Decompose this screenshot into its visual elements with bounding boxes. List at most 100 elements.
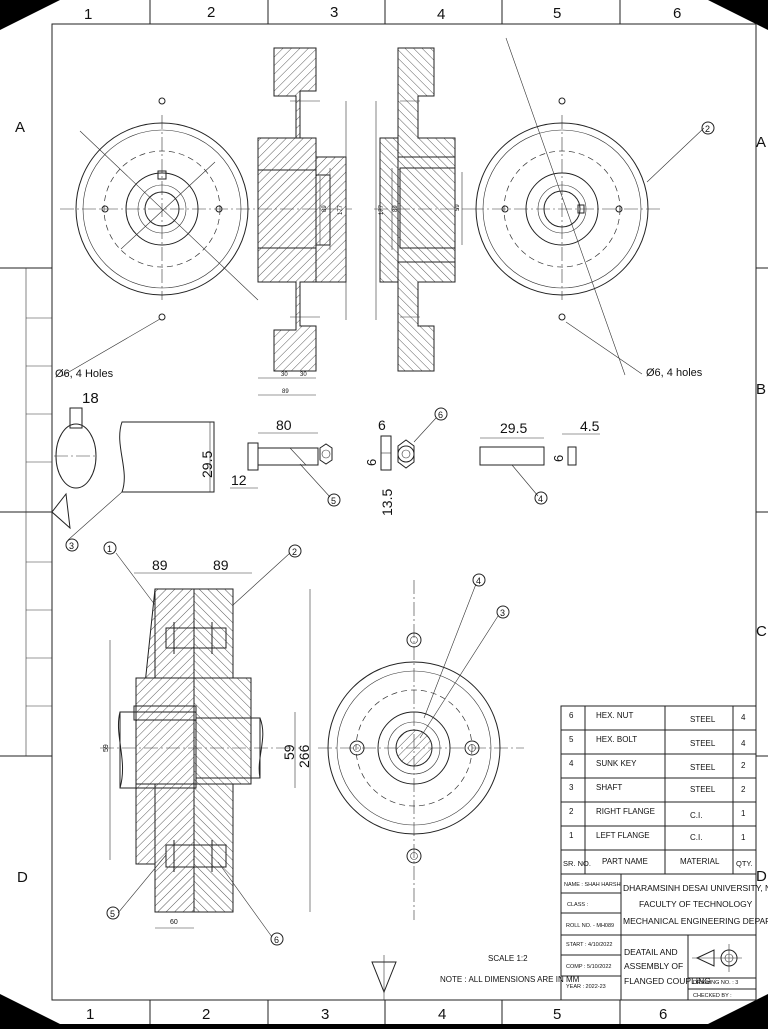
tb-year: YEAR : 2022-23: [566, 984, 606, 990]
row-5-sr: 5: [569, 735, 574, 744]
col-label-bottom-5: 5: [553, 1006, 561, 1023]
dimension-note: NOTE : ALL DIMENSIONS ARE IN MM: [440, 975, 580, 984]
balloon-4-label: 4: [476, 576, 481, 586]
balloon-3-label: 3: [500, 608, 505, 618]
row-5-name: HEX. BOLT: [596, 735, 637, 744]
balloon-3-left: [65, 538, 79, 552]
dim-6-nut: 6: [378, 417, 386, 433]
tb-comp: COMP : 5/10/2022: [566, 964, 611, 970]
col-label-bottom-1: 1: [86, 1006, 94, 1023]
row-1-qty: 1: [741, 833, 746, 842]
row-label-right-b: B: [756, 381, 766, 398]
assembly-section: [100, 552, 311, 938]
balloon-6: [270, 932, 284, 946]
right-flange-section: [374, 47, 470, 372]
dim-60: 60: [170, 919, 178, 926]
balloon-2-top: [701, 121, 715, 135]
dim-4-5: 4.5: [580, 418, 600, 434]
balloon-2-top-label: 2: [705, 124, 710, 134]
tb-title-3: FLANGED COUPLING: [624, 976, 711, 986]
header-material: MATERIAL: [680, 857, 720, 866]
row-2-material: C.I.: [690, 811, 702, 820]
dim-177b: 177: [379, 204, 385, 215]
col-label-top-3: 3: [330, 4, 338, 21]
dim-177a: 177: [338, 204, 344, 215]
row-3-material: STEEL: [690, 785, 716, 794]
dim-13-5: 13.5: [379, 489, 395, 516]
parts-table: [560, 705, 757, 875]
row-6-sr: 6: [569, 711, 574, 720]
tb-name: NAME : SHAH HARSH: [564, 882, 621, 888]
row-6-name: HEX. NUT: [596, 711, 633, 720]
shaft-end-view: [51, 407, 98, 530]
dim-29-5-key: 29.5: [500, 420, 527, 436]
bolt-detail: [230, 432, 333, 498]
header-name: PART NAME: [602, 857, 648, 866]
col-label-bottom-3: 3: [321, 1006, 329, 1023]
tb-roll: ROLL NO. - MH089: [566, 923, 614, 929]
nut-detail: [380, 417, 437, 471]
row-3-sr: 3: [569, 783, 574, 792]
dim-89-small: 89: [282, 389, 289, 395]
row-label-right-a: A: [756, 134, 766, 151]
key-detail: [479, 433, 600, 497]
tb-title-2: ASSEMBLY OF: [624, 961, 683, 971]
tb-checked-by: CHECKED BY :: [693, 993, 732, 999]
dim-89-left: 89: [152, 557, 168, 573]
dim-29-5-shaft: 29.5: [199, 451, 215, 478]
tb-title-1: DEATAIL AND: [624, 947, 678, 957]
balloon-5: [106, 906, 120, 920]
balloon-4: [472, 573, 486, 587]
balloon-2: [288, 544, 302, 558]
header-sr: SR. NO.: [563, 859, 591, 868]
row-5-material: STEEL: [690, 739, 716, 748]
row-4-material: STEEL: [690, 763, 716, 772]
row-label-left-a: A: [15, 119, 25, 136]
balloon-1: [103, 541, 117, 555]
balloon-3: [496, 605, 510, 619]
assembly-front-view: [318, 580, 524, 920]
row-1-sr: 1: [569, 831, 574, 840]
row-4-name: SUNK KEY: [596, 759, 637, 768]
col-label-top-2: 2: [207, 4, 215, 21]
row-4-qty: 2: [741, 761, 746, 770]
balloon-5-bolt-label: 5: [331, 496, 336, 506]
row-4-sr: 4: [569, 759, 574, 768]
dim-89-right: 89: [213, 557, 229, 573]
tb-start: START : 4/10/2022: [566, 942, 612, 948]
row-1-name: LEFT FLANGE: [596, 831, 650, 840]
holes-callout-left: Ø6, 4 Holes: [55, 368, 114, 380]
shaft-side-view: [67, 421, 215, 541]
tb-faculty: FACULTY OF TECHNOLOGY: [639, 899, 753, 909]
balloon-6-nut: [434, 407, 448, 421]
tb-drawing-no: DRAWING NO. : 3: [693, 980, 738, 986]
col-label-bottom-2: 2: [202, 1006, 210, 1023]
dim-30b: 30: [300, 372, 307, 378]
row-3-name: SHAFT: [596, 783, 622, 792]
balloon-5-bolt: [327, 493, 341, 507]
row-2-qty: 1: [741, 809, 746, 818]
dim-6-key: 6: [551, 455, 566, 462]
col-label-top-5: 5: [553, 5, 561, 22]
balloon-6-nut-label: 6: [438, 410, 443, 420]
balloon-6-label: 6: [274, 935, 279, 945]
row-6-qty: 4: [741, 713, 746, 722]
balloon-5-label: 5: [110, 909, 115, 919]
left-grid-strip: [25, 268, 52, 756]
row-2-name: RIGHT FLANGE: [596, 807, 655, 816]
balloon-4-key: [534, 491, 548, 505]
row-3-qty: 2: [741, 785, 746, 794]
dim-59: 59: [281, 744, 297, 760]
row-2-sr: 2: [569, 807, 574, 816]
dim-89b: 89: [322, 205, 328, 212]
dim-59b: 59: [455, 204, 461, 211]
col-label-top-4: 4: [437, 6, 445, 23]
row-5-qty: 4: [741, 739, 746, 748]
row-1-material: C.I.: [690, 833, 702, 842]
col-label-bottom-6: 6: [659, 1006, 667, 1023]
left-flange-front-view: [60, 97, 262, 377]
right-flange-front-view: [470, 37, 705, 376]
